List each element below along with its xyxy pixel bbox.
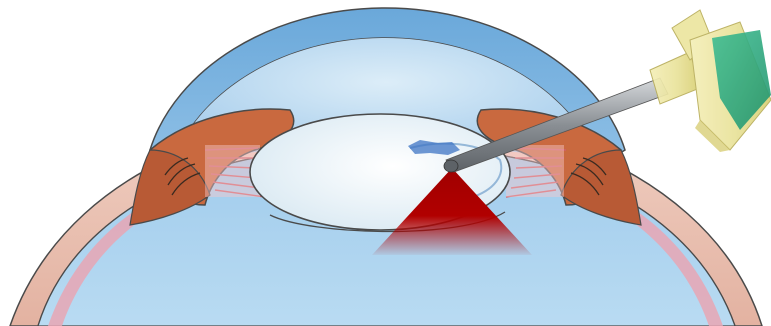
probe-hub bbox=[650, 10, 771, 152]
probe-tip bbox=[444, 160, 458, 172]
zonule-band-right bbox=[506, 145, 564, 197]
